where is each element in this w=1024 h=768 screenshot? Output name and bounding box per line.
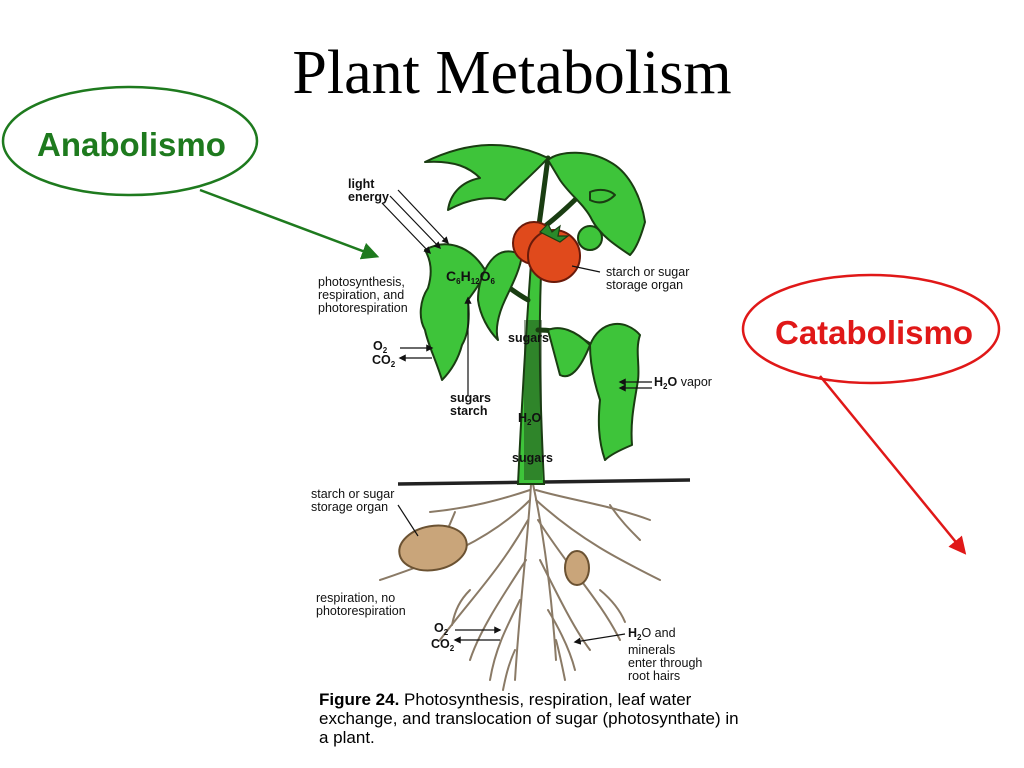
fruit-storage-label: starch or sugar storage organ <box>606 265 690 292</box>
stem-sugars-top-label: sugars <box>508 331 549 345</box>
green-tomato <box>577 225 603 251</box>
tomato-calyx <box>538 222 570 243</box>
catabolismo-arrow <box>819 375 967 555</box>
water-vapor-label: H2O vapor <box>654 375 712 392</box>
root-water-label: H2O and minerals enter through root hair… <box>628 626 703 683</box>
catabolismo-oval <box>741 273 1001 385</box>
photosynthesis-label: photosynthesis, respiration, and photore… <box>318 275 408 315</box>
figure-caption: Figure 24. Photosynthesis, respiration, … <box>319 690 739 747</box>
anabolismo-oval <box>1 85 259 197</box>
root-o2-label: O2 <box>434 621 449 638</box>
tuber-large <box>398 524 468 572</box>
root-system <box>379 483 661 691</box>
slide-title: Plant Metabolism <box>292 39 732 107</box>
tuber-storage-label: starch or sugar storage organ <box>311 487 395 514</box>
root-respiration-label: respiration, no photorespiration <box>316 591 406 618</box>
stem-water-label: H2O <box>518 411 542 428</box>
anabolismo-arrow <box>199 188 380 260</box>
stem-shade <box>524 320 542 480</box>
figure-number: Figure 24. <box>319 690 400 709</box>
sugars-starch-label: sugars starch <box>450 391 491 418</box>
glucose-label: C6H12O6 <box>446 268 495 286</box>
leaf-o2-label: O2 <box>373 339 388 356</box>
anabolismo-label: Anabolismo <box>37 126 226 163</box>
figure-caption-text: Photosynthesis, respiration, leaf water … <box>319 690 739 747</box>
leaf-co2-label: CO2 <box>372 353 396 370</box>
tuber-small <box>564 550 590 586</box>
root-co2-label: CO2 <box>431 637 455 654</box>
light-energy-label: light energy <box>348 177 389 204</box>
catabolismo-label: Catabolismo <box>775 314 974 351</box>
leader-lines <box>381 189 652 645</box>
stem-sugars-bottom-label: sugars <box>512 451 553 465</box>
leaves <box>419 144 646 461</box>
